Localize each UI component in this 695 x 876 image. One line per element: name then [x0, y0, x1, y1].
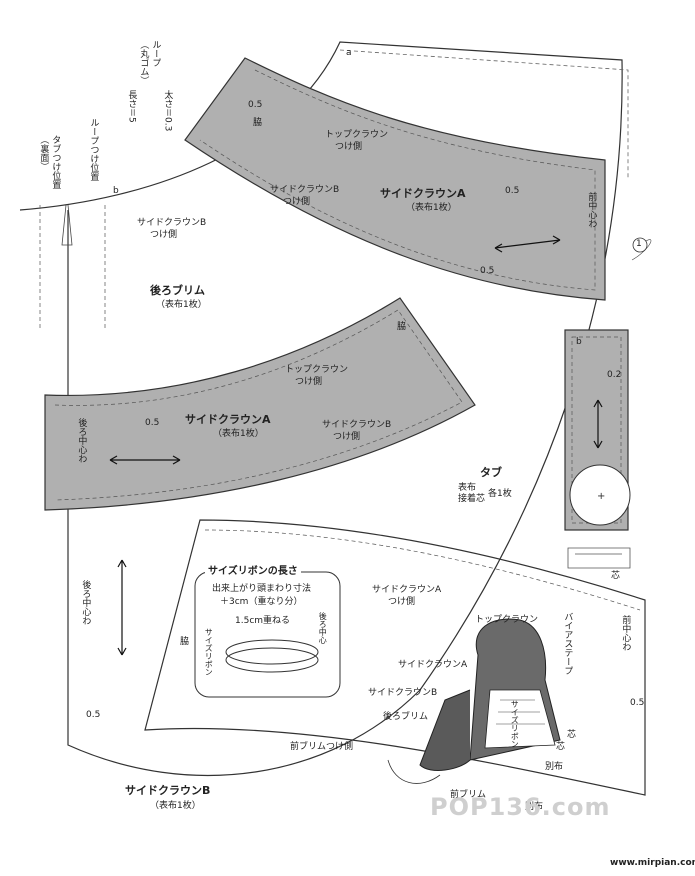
loop-position-label: ループつけ位置	[88, 118, 99, 181]
sca-mid-count: （表布1枚）	[213, 429, 264, 439]
sca-top-waki: 脇	[253, 118, 263, 128]
hat-side-crown-a: サイドクラウンA	[398, 660, 468, 670]
tab-circle	[569, 464, 631, 526]
hat-bias-arrow	[387, 759, 441, 784]
side-crown-a-top-seam	[199, 69, 596, 291]
tab-title: タブ	[480, 466, 502, 479]
tab-seam: 0.2	[607, 370, 622, 380]
svg-text:+: +	[597, 491, 605, 502]
back-brim-scb-edge: サイドクラウンB	[137, 218, 207, 228]
scb-count: （表布1枚）	[150, 801, 201, 811]
scb-waki: 脇	[180, 637, 190, 647]
brim-seam-line	[339, 49, 629, 180]
sca-top-scb-edge2: つけ側	[283, 197, 311, 207]
side-crown-a-top-shape	[184, 57, 606, 301]
seam-4: 0.5	[86, 710, 101, 720]
sca-top-top-crown2: つけ側	[335, 142, 363, 152]
side-crown-a-mid-shape	[44, 297, 476, 511]
sca-mid-top-crown: トップクラウン	[285, 365, 349, 375]
sca-mid-scb-edge2: つけ側	[333, 432, 361, 442]
seam-2: 0.5	[480, 266, 495, 276]
scb-sca-edge: サイドクラウンA	[372, 585, 442, 595]
sca-top-count: （表布1枚）	[406, 203, 457, 213]
hat-size-ribbon: サイズリボン	[510, 700, 520, 748]
side-crown-b-arrow	[117, 559, 127, 656]
tab-interfacing: 接着芯	[458, 494, 486, 504]
sca-top-title: サイドクラウンA	[380, 187, 466, 200]
seam-3: 0.5	[145, 418, 160, 428]
scb-title: サイドクラウンB	[125, 784, 211, 797]
seam-0: 0.5	[248, 100, 263, 110]
tab-slit	[61, 204, 73, 246]
loop-length: 長さ＝5	[126, 90, 137, 123]
side-crown-b-seam	[204, 529, 641, 611]
hat-top-crown: トップクラウン	[475, 615, 539, 625]
back-brim-scb-edge2: つけ側	[150, 230, 178, 240]
size-ribbon-overlap: 1.5cm重ねる	[235, 616, 291, 626]
hat-bias-tape: バイアステープ	[562, 612, 573, 675]
side-crown-a-mid-arrow	[109, 455, 181, 465]
sca-mid-top-crown2: つけ側	[295, 377, 323, 387]
sca-mid-title: サイドクラウンA	[185, 413, 271, 426]
tab-position-sub: （裏面）	[38, 135, 49, 171]
size-ribbon-loop	[225, 639, 319, 665]
sca-mid-back-center: 後ろ中心わ	[76, 418, 87, 463]
watermark-logo: POP136.com	[430, 793, 611, 821]
tab-position-dash	[39, 205, 106, 330]
circle-1-marker	[632, 237, 648, 253]
side-crown-a-top-arrow	[494, 235, 561, 253]
hat-betsununo2: 別布	[525, 802, 544, 812]
loop-title: ループ	[150, 40, 161, 67]
hat-side-crown-b: サイドクラウンB	[368, 688, 438, 698]
hat-front-brim: 前ブリム	[450, 790, 487, 800]
size-ribbon-ribbon: サイズリボン	[204, 628, 214, 676]
side-crown-b-shape	[144, 519, 646, 796]
brim-back-center: 後ろ中心わ	[80, 580, 91, 625]
loop-material: （丸ゴム）	[138, 40, 149, 85]
point-b: b	[113, 186, 119, 196]
size-ribbon-back-center: 後ろ中心	[318, 612, 328, 644]
circle-1-label: 1	[636, 239, 642, 249]
back-brim-title: 後ろブリム	[150, 284, 205, 297]
sca-mid-waki: 脇	[397, 322, 407, 332]
loop-thickness: 太さ＝0.3	[162, 90, 173, 132]
seam-1: 0.5	[505, 186, 520, 196]
size-ribbon-line2: ＋3cm（重なり分）	[220, 597, 303, 607]
hat-shin: 芯	[567, 730, 577, 740]
sca-top-top-crown: トップクラウン	[325, 130, 389, 140]
point-b2: b	[576, 337, 582, 347]
hat-betsununo: 別布	[545, 762, 564, 772]
tab-count: 各1枚	[488, 489, 512, 499]
seam-5: 0.5	[630, 698, 645, 708]
tab-arrow	[593, 399, 603, 449]
hat-back-brim: 後ろブリム	[383, 712, 429, 722]
tab-shin: 芯	[611, 571, 621, 581]
tab-position-label: タブつけ位置	[50, 135, 61, 189]
watermark-site: www.mirpian.com	[610, 858, 695, 868]
size-ribbon-line1: 出来上がり頭まわり寸法	[212, 584, 312, 594]
sca-top-scb-edge: サイドクラウンB	[270, 185, 340, 195]
tab-fabric: 表布	[458, 483, 477, 493]
back-brim-count: （表布1枚）	[156, 300, 207, 310]
size-ribbon-title: サイズリボンの長さ	[205, 566, 301, 578]
tab-fold-drawing	[567, 547, 631, 569]
scb-sca-edge2: つけ側	[388, 597, 416, 607]
sca-mid-scb-edge: サイドクラウンB	[322, 420, 392, 430]
hat-shin2: 芯	[556, 742, 566, 752]
brim-front-edge: 前ブリムつけ側	[290, 742, 354, 752]
point-a: a	[346, 48, 352, 58]
sca-top-front-center: 前中心わ	[586, 192, 597, 228]
scb-front-center: 前中心わ	[620, 615, 631, 651]
side-crown-a-mid-seam	[54, 309, 463, 501]
